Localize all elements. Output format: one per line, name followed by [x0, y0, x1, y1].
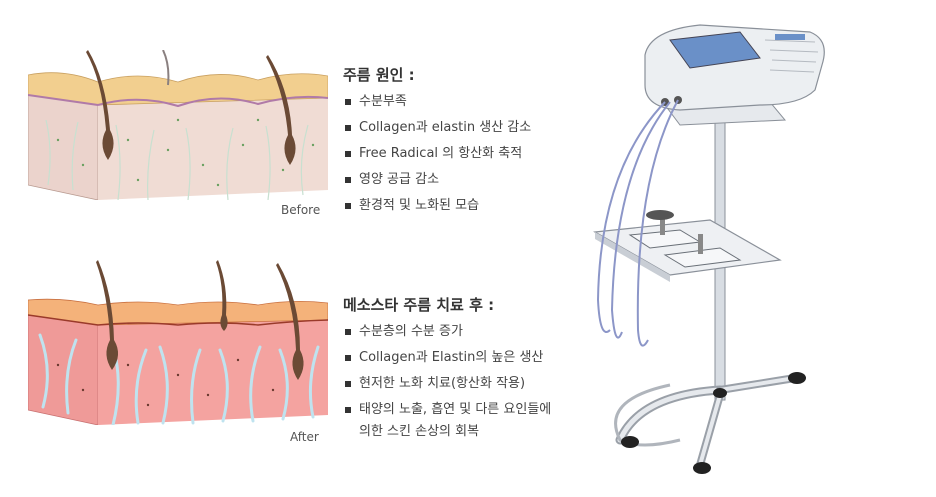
wrinkle-causes-section: 주름 원인 : 수분부족 Collagen과 elastin 생산 감소 Fre… — [343, 64, 531, 219]
after-caption: After — [290, 430, 319, 444]
treatment-results-heading: 메소스타 주름 치료 후 : — [343, 296, 495, 314]
hair-follicle-after — [96, 260, 304, 380]
treatment-results-section: 메소스타 주름 치료 후 : 수분층의 수분 증가 Collagen과 Elas… — [343, 294, 551, 443]
wrinkle-causes-list: 수분부족 Collagen과 elastin 생산 감소 Free Radica… — [343, 89, 531, 219]
list-item: 수분층의 수분 증가 — [343, 319, 551, 345]
wrinkle-causes-heading: 주름 원인 : — [343, 66, 415, 84]
bullet-icon — [345, 381, 351, 387]
list-item: Collagen과 Elastin의 높은 생산 — [343, 345, 551, 371]
bullet-icon — [345, 177, 351, 183]
list-item: 수분부족 — [343, 89, 531, 115]
bullet-icon — [345, 329, 351, 335]
bullet-icon — [345, 125, 351, 131]
list-item-continuation: 의한 스킨 손상의 회복 — [359, 424, 480, 439]
list-item: 환경적 및 노화된 모습 — [343, 193, 531, 219]
hair-follicle-before — [86, 50, 296, 165]
bullet-icon — [345, 151, 351, 157]
mesostar-device-illustration — [593, 24, 825, 474]
list-item: 영양 공급 감소 — [343, 167, 531, 193]
bullet-icon — [345, 355, 351, 361]
list-item: 현저한 노화 치료(항산화 작용) — [343, 371, 551, 397]
after-skin-illustration — [28, 260, 328, 425]
list-item: Free Radical 의 항산화 축적 — [343, 141, 531, 167]
bullet-icon — [345, 99, 351, 105]
device-screen — [669, 31, 761, 69]
before-skin-illustration — [28, 50, 328, 200]
treatment-results-list: 수분층의 수분 증가 Collagen과 Elastin의 높은 생산 현저한 … — [343, 319, 551, 443]
list-item: Collagen과 elastin 생산 감소 — [343, 115, 531, 141]
bullet-icon — [345, 203, 351, 209]
caster-wheels — [621, 372, 806, 474]
bullet-icon — [345, 407, 351, 413]
before-caption: Before — [281, 203, 321, 217]
list-item: 태양의 노출, 흡연 및 다른 요인들에 의한 스킨 손상의 회복 — [343, 397, 551, 443]
